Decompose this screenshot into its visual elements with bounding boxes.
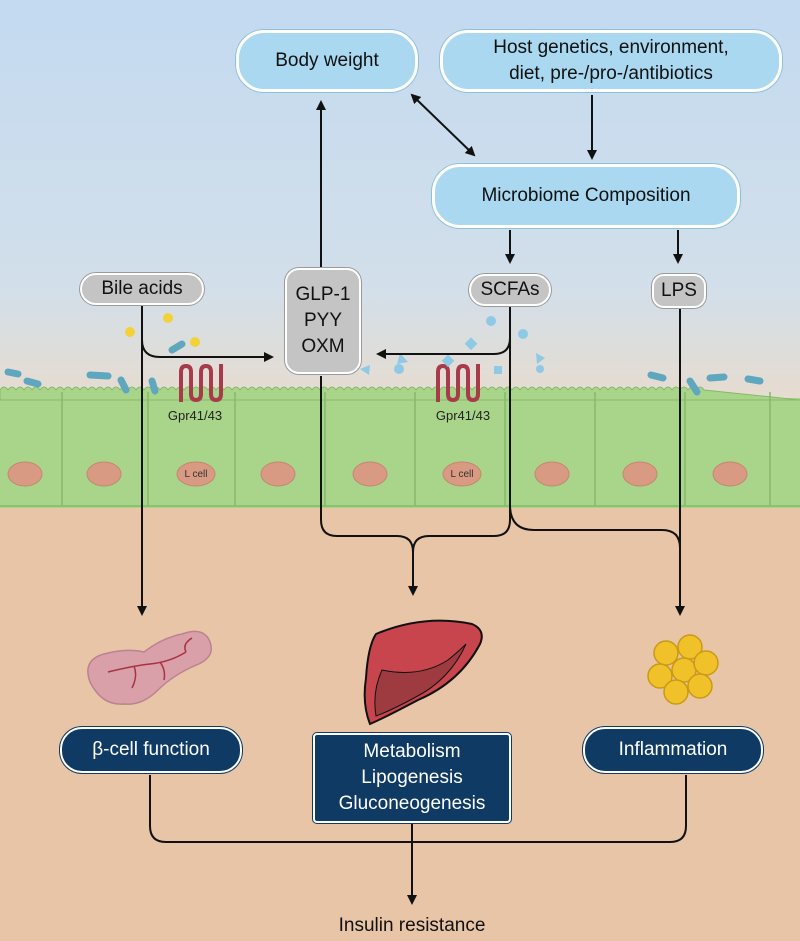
hormone-pyy-label: PYY: [303, 310, 343, 331]
scfa-particle-icon: [360, 316, 545, 375]
gluconeogenesis-label: Gluconeogenesis: [338, 793, 486, 814]
bile-acid-dot-icon: [125, 313, 200, 347]
scfas-to-inflammation-line: [509, 504, 681, 549]
l-cell-label-left: L cell: [184, 468, 208, 480]
host-factors-box: Host genetics, environment, diet, pre-/p…: [440, 30, 782, 92]
cell-boundaries: [0, 392, 800, 507]
host-factors-line-1: Host genetics, environment,: [493, 37, 729, 58]
scfas-to-metabolism-line: [412, 338, 511, 553]
metabolism-box: Metabolism Lipogenesis Gluconeogenesis: [313, 733, 511, 823]
inflammation-box: Inflammation: [583, 727, 763, 773]
beta-cell-function-box: β-cell function: [60, 727, 242, 773]
inflammation-label: Inflammation: [618, 739, 728, 760]
hormone-glp1-label: GLP-1: [295, 284, 351, 305]
lipogenesis-label: Lipogenesis: [361, 767, 463, 788]
scfas-pill: SCFAs: [469, 274, 551, 306]
microbiome-composition-box: Microbiome Composition: [432, 164, 740, 228]
outcomes-join-line: [149, 775, 687, 843]
l-cell-label-right: L cell: [450, 468, 474, 480]
lps-pill: LPS: [652, 274, 706, 308]
l-cell-nucleus-left: [176, 461, 216, 487]
insulin-resistance-label: Insulin resistance: [338, 915, 486, 936]
pancreas-icon: [87, 630, 212, 705]
gpr-receptor-icon: [436, 363, 480, 403]
nuclei: [7, 461, 748, 487]
scfas-label: SCFAs: [480, 279, 540, 300]
body-weight-box: Body weight: [236, 30, 418, 92]
l-cell-nucleus-right: [442, 461, 482, 487]
bile-acids-label: Bile acids: [101, 278, 183, 299]
bile-acids-pill: Bile acids: [80, 273, 204, 305]
hormones-to-metabolism-arrow: [320, 376, 418, 596]
host-factors-line-2: diet, pre-/pro-/antibiotics: [509, 63, 713, 84]
body-weight-label: Body weight: [275, 50, 379, 71]
beta-cell-function-label: β-cell function: [92, 739, 210, 760]
receptor-label-right: Gpr41/43: [435, 407, 491, 423]
bacteria-icon: [4, 340, 764, 396]
metabolism-label: Metabolism: [363, 741, 461, 762]
pathway-arrows: [137, 93, 687, 905]
body-weight-microbiome-arrow: [410, 93, 476, 157]
liver-icon: [363, 619, 483, 726]
epithelium-layer: [0, 363, 800, 508]
hormone-oxm-label: OXM: [301, 336, 345, 357]
gpr-receptor-icon: [179, 363, 223, 403]
lps-label: LPS: [661, 280, 697, 301]
receptor-label-left: Gpr41/43: [167, 407, 223, 423]
adipocyte-cluster-icon: [647, 634, 719, 705]
epithelium-base: [0, 398, 800, 508]
microbiome-composition-label: Microbiome Composition: [481, 185, 691, 206]
gut-hormones-box: GLP-1 PYY OXM: [285, 268, 361, 374]
